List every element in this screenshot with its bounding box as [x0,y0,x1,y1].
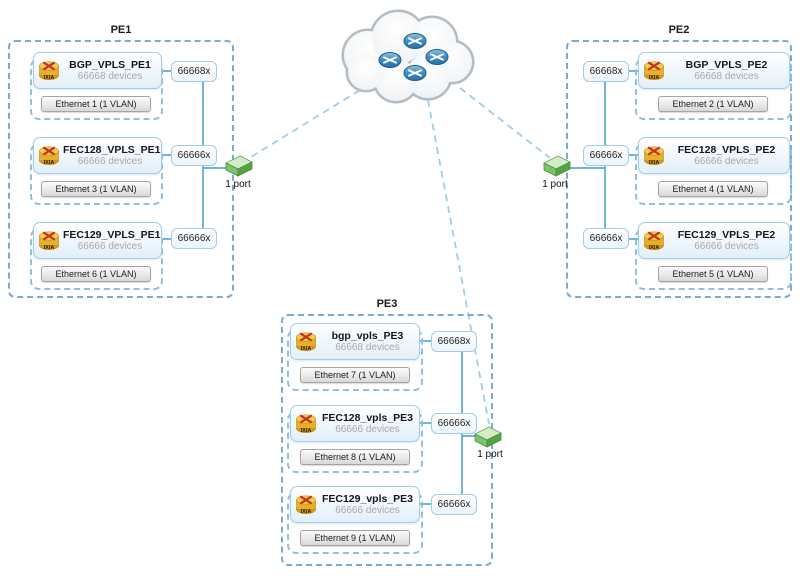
device-title: FEC128_VPLS_PE1 [63,144,161,156]
ethernet-button[interactable]: Ethernet 6 (1 VLAN) [41,266,151,282]
port-icon[interactable] [542,152,572,178]
device-node-bgp-vpls-pe3[interactable]: IXIA bgp_vpls_PE3 66668 devices [290,323,420,360]
port-icon[interactable] [473,423,503,449]
device-count: 66666 devices [335,505,400,516]
device-node-fec129-vpls-pe2[interactable]: IXIA FEC129_VPLS_PE2 66666 devices [638,222,790,259]
multiplier-badge[interactable]: 66666x [171,145,217,166]
ethernet-button[interactable]: Ethernet 7 (1 VLAN) [300,367,410,383]
port-count-label: 1 port [225,179,251,190]
svg-text:IXIA: IXIA [649,245,660,251]
ethernet-button[interactable]: Ethernet 1 (1 VLAN) [41,96,151,112]
ethernet-button[interactable]: Ethernet 5 (1 VLAN) [658,266,768,282]
device-count: 66668 devices [335,342,400,353]
ixia-device-icon: IXIA [39,61,59,81]
multiplier-badge[interactable]: 66668x [171,61,217,82]
pe1-title: PE1 [110,24,132,36]
svg-text:IXIA: IXIA [649,75,660,81]
multiplier-badge[interactable]: 66666x [171,228,217,249]
device-title: FEC128_vpls_PE3 [321,412,414,424]
device-node-bgp-vpls-pe2[interactable]: IXIA BGP_VPLS_PE2 66668 devices [638,52,790,89]
device-node-fec129-vpls-pe3[interactable]: IXIA FEC129_vpls_PE3 66666 devices [290,486,420,523]
device-node-bgp-vpls-pe1[interactable]: IXIA BGP_VPLS_PE1 66668 devices [33,52,162,89]
device-count: 66666 devices [694,156,759,167]
device-count: 66668 devices [694,71,759,82]
device-title: FEC129_VPLS_PE1 [63,229,161,241]
router-icon [425,48,449,66]
device-title: BGP_VPLS_PE2 [685,59,768,71]
router-icon [378,51,402,69]
device-count: 66666 devices [77,156,143,167]
multiplier-badge[interactable]: 66668x [583,61,629,82]
svg-text:IXIA: IXIA [301,428,312,434]
device-node-fec128-vpls-pe2[interactable]: IXIA FEC128_VPLS_PE2 66666 devices [638,137,790,174]
svg-text:IXIA: IXIA [301,509,312,515]
svg-text:IXIA: IXIA [44,75,55,81]
multiplier-badge[interactable]: 66666x [431,413,477,434]
svg-text:IXIA: IXIA [44,160,55,166]
ixia-device-icon: IXIA [296,332,316,352]
pe3-title: PE3 [376,298,398,310]
device-node-fec129-vpls-pe1[interactable]: IXIA FEC129_VPLS_PE1 66666 devices [33,222,162,259]
device-count: 66668 devices [77,71,143,82]
ethernet-button[interactable]: Ethernet 9 (1 VLAN) [300,530,410,546]
ixia-device-icon: IXIA [644,146,664,166]
ethernet-button[interactable]: Ethernet 4 (1 VLAN) [658,181,768,197]
ixia-device-icon: IXIA [39,146,59,166]
device-title: FEC129_vpls_PE3 [321,493,414,505]
ethernet-button[interactable]: Ethernet 8 (1 VLAN) [300,449,410,465]
network-cloud-icon[interactable] [341,9,475,104]
multiplier-badge[interactable]: 66666x [583,228,629,249]
ixia-device-icon: IXIA [296,495,316,515]
ethernet-button[interactable]: Ethernet 2 (1 VLAN) [658,96,768,112]
ixia-device-icon: IXIA [644,231,664,251]
port-icon[interactable] [224,152,254,178]
ixia-device-icon: IXIA [644,61,664,81]
ixia-device-icon: IXIA [296,414,316,434]
pe1-wires [162,70,234,240]
ethernet-button[interactable]: Ethernet 3 (1 VLAN) [41,181,151,197]
device-title: bgp_vpls_PE3 [331,330,404,342]
port-count-label: 1 port [477,449,503,460]
multiplier-badge[interactable]: 66666x [431,494,477,515]
router-icon [403,64,427,82]
device-node-fec128-vpls-pe1[interactable]: IXIA FEC128_VPLS_PE1 66666 devices [33,137,162,174]
device-title: BGP_VPLS_PE1 [69,59,151,71]
svg-text:IXIA: IXIA [649,160,660,166]
device-count: 66666 devices [335,424,400,435]
multiplier-badge[interactable]: 66666x [583,145,629,166]
svg-text:IXIA: IXIA [44,245,55,251]
device-node-fec128-vpls-pe3[interactable]: IXIA FEC128_vpls_PE3 66666 devices [290,405,420,442]
device-title: FEC129_VPLS_PE2 [677,229,776,241]
device-count: 66666 devices [694,241,759,252]
device-title: FEC128_VPLS_PE2 [677,144,776,156]
ixia-device-icon: IXIA [39,231,59,251]
svg-text:IXIA: IXIA [301,346,312,352]
multiplier-badge[interactable]: 66668x [431,331,477,352]
cloud-to-port-links [245,83,551,425]
device-count: 66666 devices [77,241,143,252]
pe2-title: PE2 [668,24,690,36]
port-count-label: 1 port [542,179,568,190]
router-icon [403,32,427,50]
